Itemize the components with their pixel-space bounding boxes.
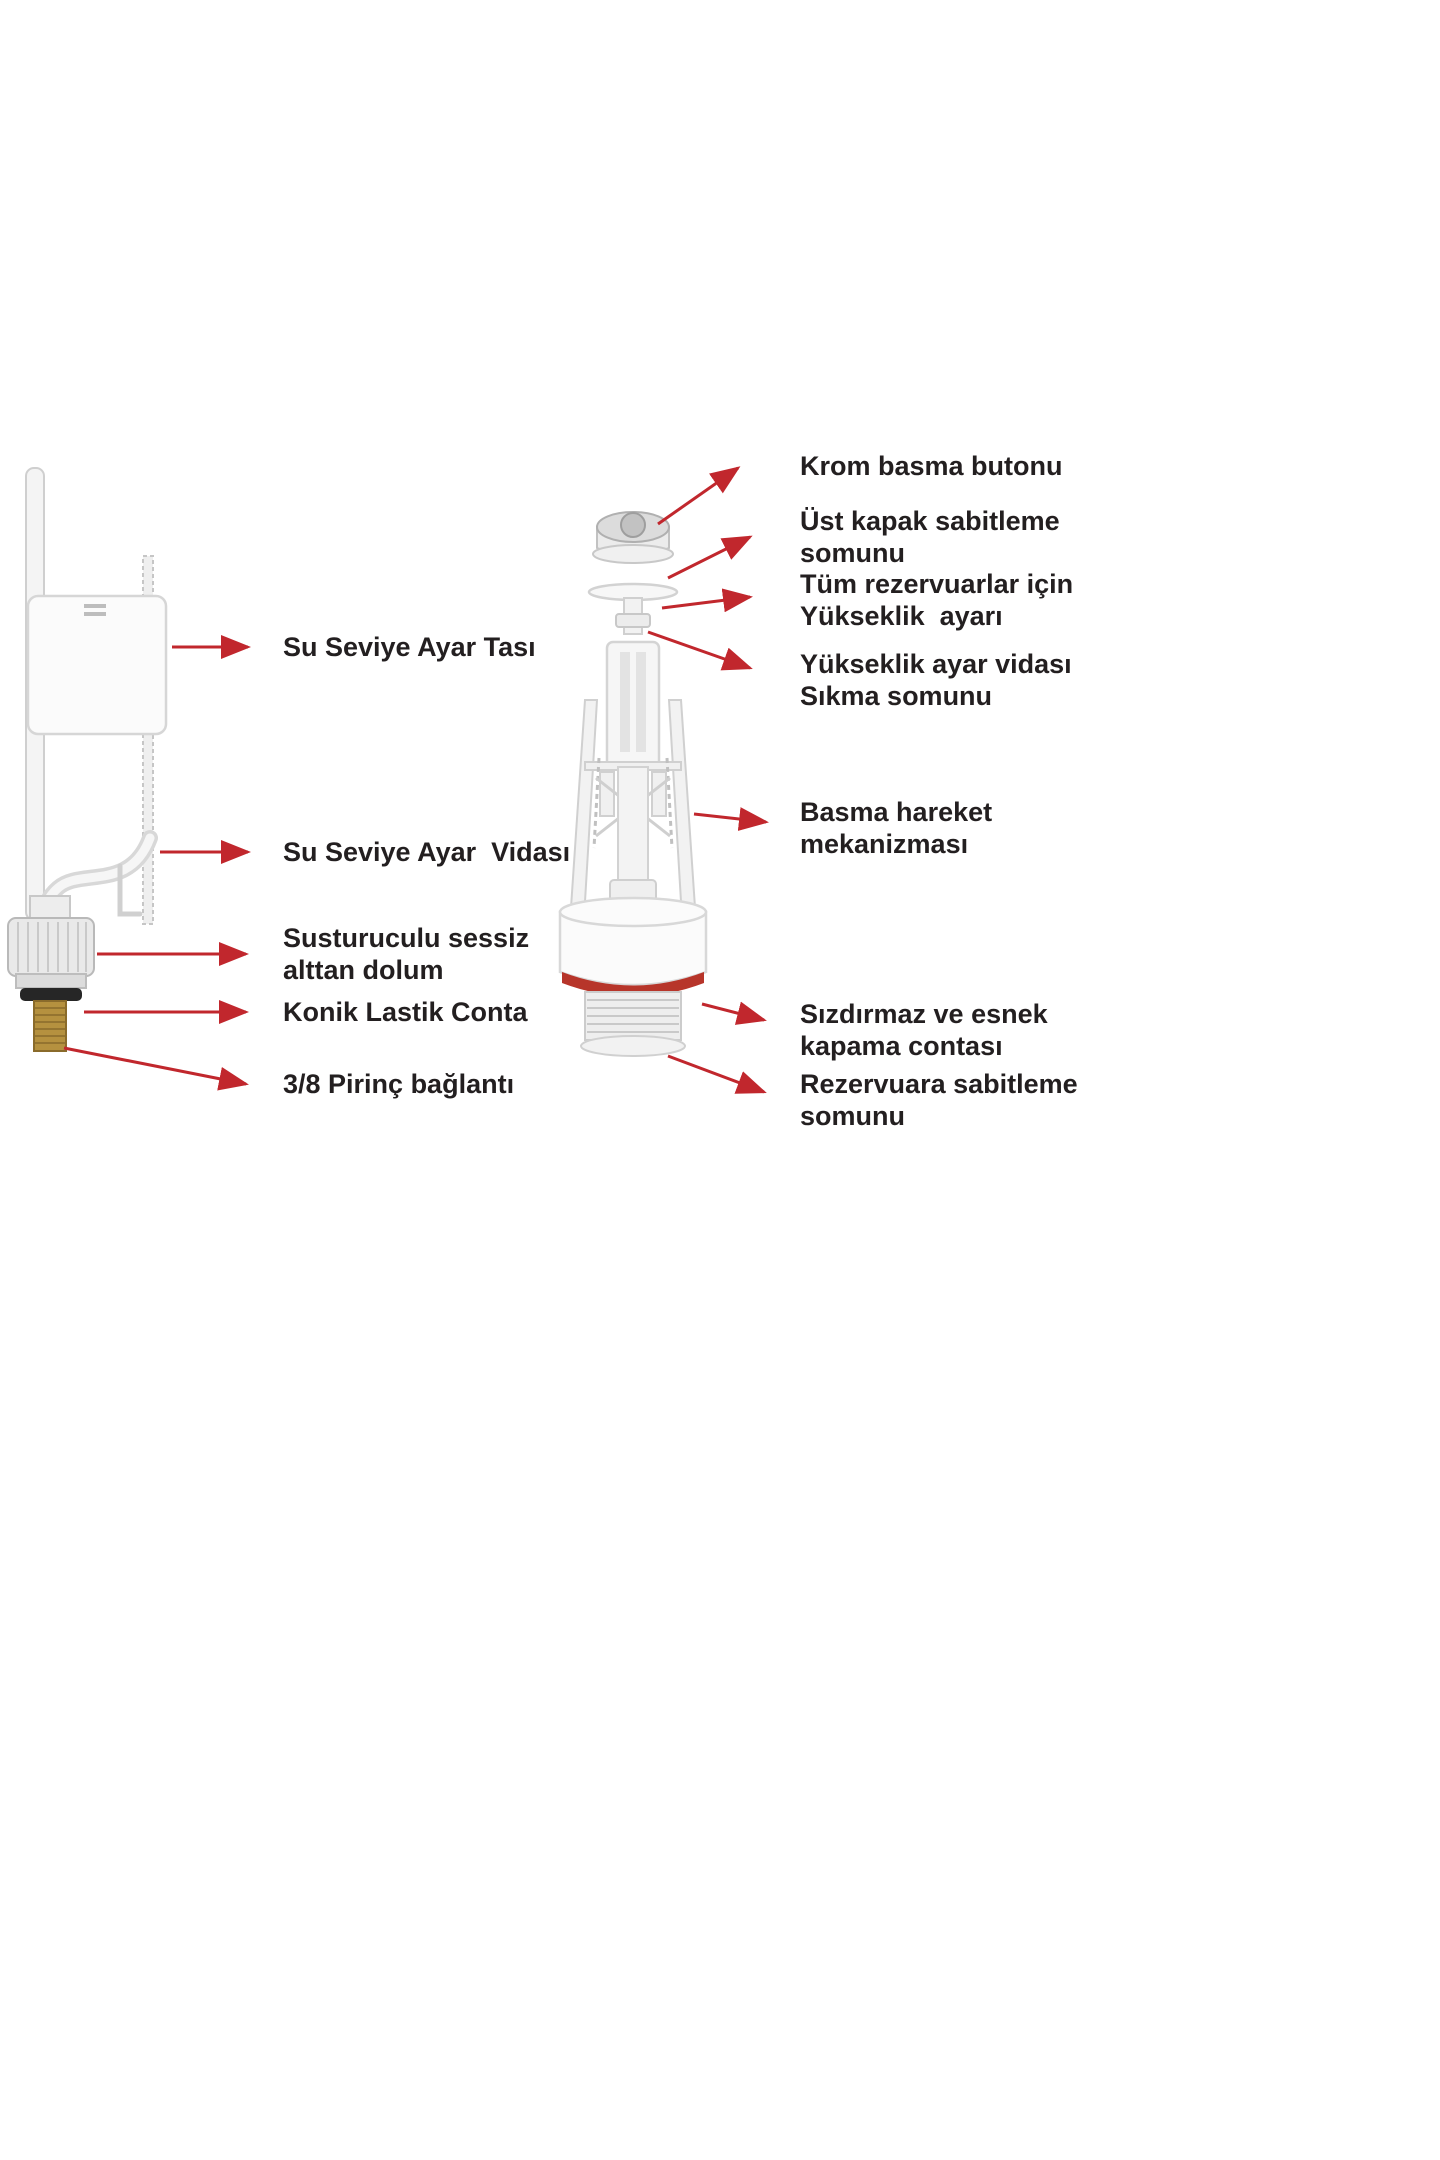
upper-tube [605,640,661,769]
arrow-ust-kapak-sabitleme [667,535,753,580]
arrow-pirinc-baglanti [63,1046,249,1091]
chrome-button [592,511,674,564]
tube-slot [636,652,646,752]
ratchet-left [592,757,601,849]
ratchet-right [665,757,674,849]
label-rezervuara-sabitleme: Rezervuara sabitleme somunu [800,1069,1078,1131]
label-su-seviye-ayar-vidasi: Su Seviye Ayar Vidası [283,837,571,867]
label-susturuculu-sessiz: Susturuculu sessiz alttan dolum [283,923,530,985]
label-konik-lastik-conta: Konik Lastik Conta [283,997,528,1027]
arrow-yukseklik-ayar-vidasi [647,630,753,671]
arrows [63,466,769,1094]
float-cup-mark [84,604,106,608]
tube-slot [620,652,630,752]
height-adjust-nut [615,613,651,628]
arrow-rezervuara-sabitleme [667,1054,767,1094]
arrow-krom-basma-butonu [657,466,741,526]
label-yukseklik-ayari: Tüm rezervuarlar için Yükseklik ayarı [800,569,1074,631]
float-cup-mark [84,612,106,616]
label-pirinc-baglanti: 3/8 Pirinç bağlantı [283,1069,515,1099]
valve-base [15,973,87,989]
label-sizdirmaz-conta: Sızdırmaz ve esnek kapama contası [800,999,1048,1061]
conical-rubber-gasket [20,988,82,1001]
float-cup [26,594,168,736]
arm-hook [117,863,143,917]
label-ust-kapak-sabitleme: Üst kapak sabitleme somunu [800,506,1060,568]
label-krom-basma-butonu: Krom basma butonu [800,451,1063,481]
bottom-cup-rim [558,896,708,928]
valve-body [7,917,95,977]
fixing-nut [580,1035,686,1057]
valve-body-ribs [17,922,87,972]
brass-threads [35,1007,65,1044]
label-basma-hareket: Basma hareket mekanizması [800,797,993,859]
flush-valve-illustration [558,511,708,1057]
arrow-yukseklik-ayari [661,588,753,613]
arrow-sizdirmaz-conta [701,1001,767,1025]
bottom-threads [587,999,679,1033]
adjustment-screw-rod [142,555,154,925]
red-sealing-gasket [562,972,704,997]
label-yukseklik-ayar-vidasi: Yükseklik ayar vidası Sıkma somunu [800,649,1072,711]
arrow-basma-hareket [693,807,769,831]
label-su-seviye-ayar-tasi: Su Seviye Ayar Tası [283,632,536,662]
fill-valve-illustration [7,467,168,1052]
